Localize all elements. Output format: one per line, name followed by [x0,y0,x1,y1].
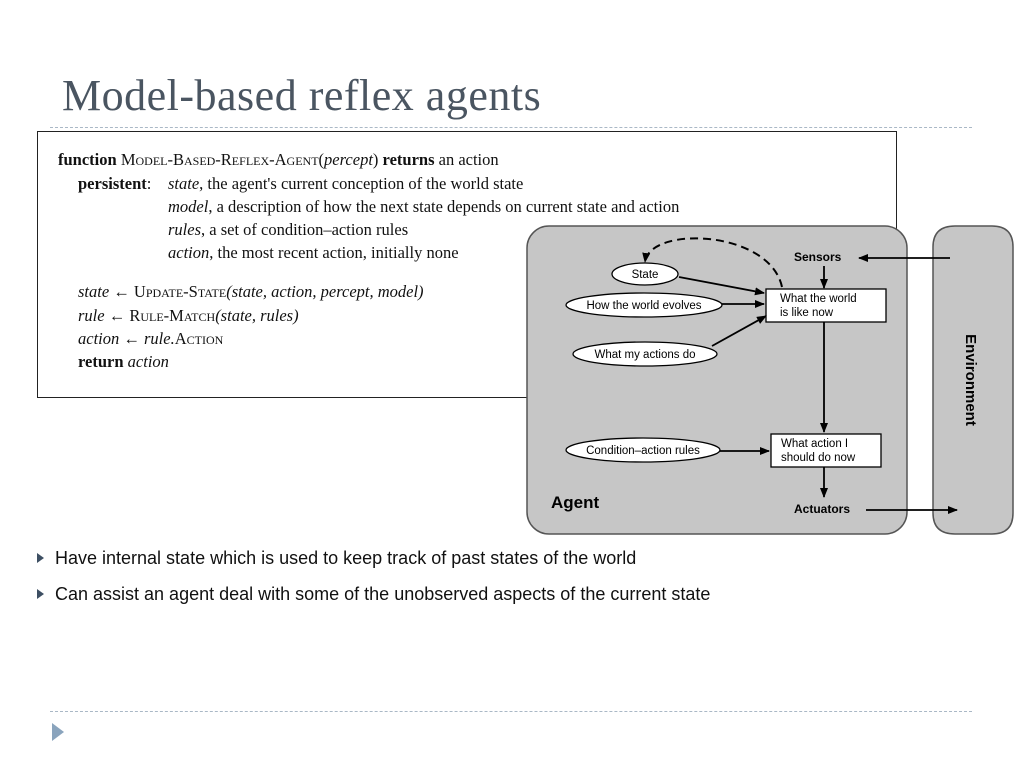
world-evolves-label: How the world evolves [586,300,701,312]
world-now-line2: is like now [780,307,834,319]
action-field: Action [174,329,224,348]
rule-match-args: (state, rules) [215,306,299,325]
bullet-item: Have internal state which is used to kee… [35,545,710,581]
actions-do-label: What my actions do [595,349,696,361]
top-divider [50,127,972,128]
var-rules: rules [168,220,201,239]
bullet-triangle-icon [37,553,44,563]
assign-state-lhs: state [78,282,110,301]
assign-arrow: ← [119,329,144,348]
persistent-colon: : [146,174,152,193]
actuators-label: Actuators [794,502,850,516]
code-line-6: state ← Update-State(state, action, perc… [78,282,424,302]
bullet-item: Can assist an agent deal with some of th… [35,581,710,617]
environment-label: Environment [962,334,979,426]
agent-box [526,225,908,535]
world-now-box [765,288,887,323]
bullet-triangle-icon [37,589,44,599]
world-evolves-oval [565,292,723,318]
returns-keyword: returns [382,150,435,169]
environment-box [932,225,1014,535]
assign-rule-lhs: rule [78,306,105,325]
state-to-world-arrow [678,276,765,296]
assign-arrow: ← [109,282,134,301]
rule-object: rule. [144,329,175,348]
paren-close: ) [372,150,379,169]
var-rules-desc: , a set of condition–action rules [201,220,409,239]
var-state: state [168,174,200,193]
state-oval [611,262,679,286]
sensors-label: Sensors [794,250,842,264]
var-model: model [168,197,209,216]
assign-arrow: ← [104,306,130,325]
update-state-args: (state, action, percept, model) [226,282,424,301]
code-line-2: persistent: [78,174,151,194]
bullet-list: Have internal state which is used to kee… [35,545,710,617]
function-arg: percept [324,150,373,169]
var-state-desc: , the agent's current conception of the … [199,174,524,193]
code-line-2-var: state, the agent's current conception of… [168,174,523,194]
code-line-8: action ← rule.Action [78,329,223,349]
var-action: action [168,243,210,262]
bullet-text: Have internal state which is used to kee… [55,548,637,568]
rule-match-fn: Rule-Match [129,306,216,325]
bottom-divider [50,711,972,712]
slide-nav-triangle-icon [52,723,64,741]
state-label: State [632,269,659,281]
persistent-keyword: persistent [78,174,147,193]
state-feedback-arrow [642,237,783,288]
bullet-text: Can assist an agent deal with some of th… [55,584,711,604]
var-model-desc: , a description of how the next state de… [208,197,680,216]
code-line-5: action, the most recent action, initiall… [168,243,459,263]
condition-rules-label: Condition–action rules [586,445,700,457]
actions-to-world-arrow [711,315,767,347]
paren-open: ( [318,150,325,169]
return-var: action [127,352,169,371]
code-line-4: rules, a set of condition–action rules [168,220,408,240]
assign-action-lhs: action [78,329,120,348]
function-keyword: function [58,150,117,169]
action-now-line1: What action I [781,438,848,450]
returns-desc: an action [438,150,499,169]
world-now-line1: What the world [780,293,857,305]
actions-do-oval [572,341,718,367]
code-line-3: model, a description of how the next sta… [168,197,679,217]
agent-label: Agent [551,493,600,512]
var-action-desc: , the most recent action, initially none [209,243,459,262]
return-keyword: return [78,352,124,371]
code-line-9: return action [78,352,169,372]
function-name: Model-Based-Reflex-Agent [120,150,319,169]
action-now-box [770,433,882,468]
condition-rules-oval [565,437,721,463]
code-line-7: rule ← Rule-Match(state, rules) [78,306,299,326]
update-state-fn: Update-State [133,282,227,301]
code-line-1: function Model-Based-Reflex-Agent(percep… [58,150,499,170]
action-now-line2: should do now [781,452,856,464]
slide-title: Model-based reflex agents [62,71,542,120]
